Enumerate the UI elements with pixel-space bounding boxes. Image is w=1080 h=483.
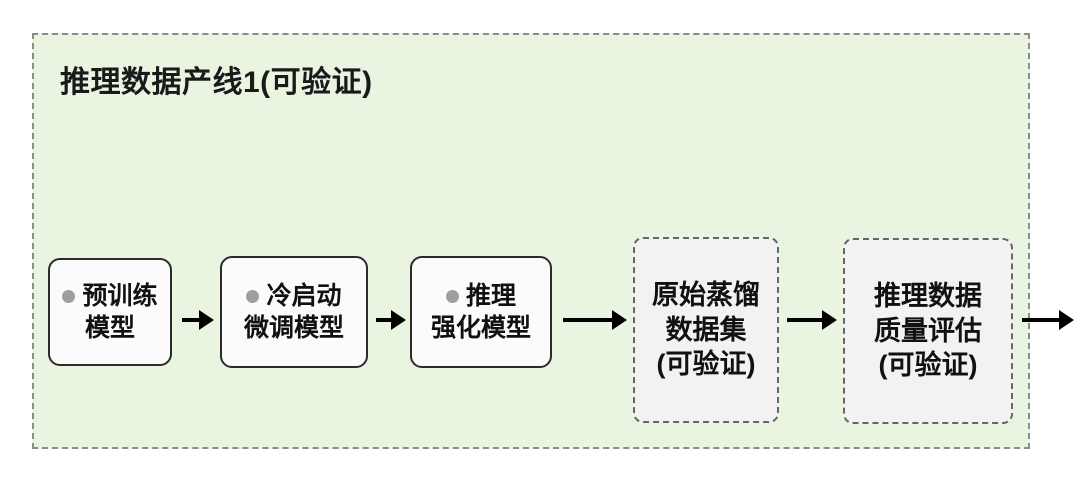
node-line: 强化模型	[431, 312, 531, 344]
node-line: 冷启动	[246, 280, 342, 312]
bullet-dot-icon	[445, 289, 459, 303]
node-reasoning-rl-model[interactable]: 推理 强化模型	[410, 256, 552, 368]
node-text: 数据集	[665, 314, 747, 345]
node-text: (可验证)	[656, 349, 756, 380]
arrow-shaft	[376, 318, 392, 322]
node-line: 质量评估	[874, 314, 982, 349]
arrow-dataset-to-evaluation	[787, 308, 837, 332]
arrow-pretrained-to-coldstart	[182, 308, 214, 332]
node-line: (可验证)	[657, 347, 756, 382]
arrow-head-icon	[822, 310, 837, 330]
node-line: 推理数据	[874, 279, 982, 314]
node-reasoning-data-quality-evaluation[interactable]: 推理数据 质量评估 (可验证)	[843, 238, 1013, 424]
node-line: 原始蒸馏	[652, 278, 760, 313]
node-text: 推理数据	[874, 281, 982, 312]
arrow-coldstart-to-rl	[376, 308, 406, 332]
arrow-evaluation-to-outside	[1022, 308, 1074, 332]
arrow-head-icon	[199, 310, 214, 330]
node-line: 模型	[85, 312, 135, 344]
node-text: 质量评估	[874, 315, 982, 346]
node-text: (可验证)	[878, 350, 978, 381]
node-text: 模型	[84, 314, 135, 342]
arrow-rl-to-dataset	[563, 308, 627, 332]
node-line: 推理	[445, 280, 516, 312]
arrow-shaft	[1022, 318, 1060, 322]
page-title: 推理数据产线1(可验证)	[60, 66, 373, 99]
node-raw-distillation-dataset[interactable]: 原始蒸馏 数据集 (可验证)	[633, 237, 779, 423]
arrow-head-icon	[1059, 310, 1074, 330]
node-text: 原始蒸馏	[652, 280, 760, 311]
arrow-shaft	[563, 318, 613, 322]
arrow-head-icon	[391, 310, 406, 330]
node-pretrained-model[interactable]: 预训练 模型	[48, 258, 172, 366]
node-cold-start-finetuned-model[interactable]: 冷启动 微调模型	[220, 256, 368, 368]
node-text: 微调模型	[243, 314, 344, 342]
arrow-shaft	[182, 318, 200, 322]
node-text: 强化模型	[430, 314, 531, 342]
bullet-dot-icon	[62, 289, 76, 303]
node-line: 微调模型	[244, 312, 344, 344]
node-text: 推理	[465, 282, 516, 310]
arrow-shaft	[787, 318, 823, 322]
node-line: 数据集	[666, 313, 747, 348]
node-line: (可验证)	[879, 348, 978, 383]
arrow-head-icon	[612, 310, 627, 330]
node-text: 预训练	[82, 282, 158, 310]
node-line: 预训练	[62, 280, 158, 312]
bullet-dot-icon	[246, 289, 260, 303]
node-text: 冷启动	[266, 282, 342, 310]
